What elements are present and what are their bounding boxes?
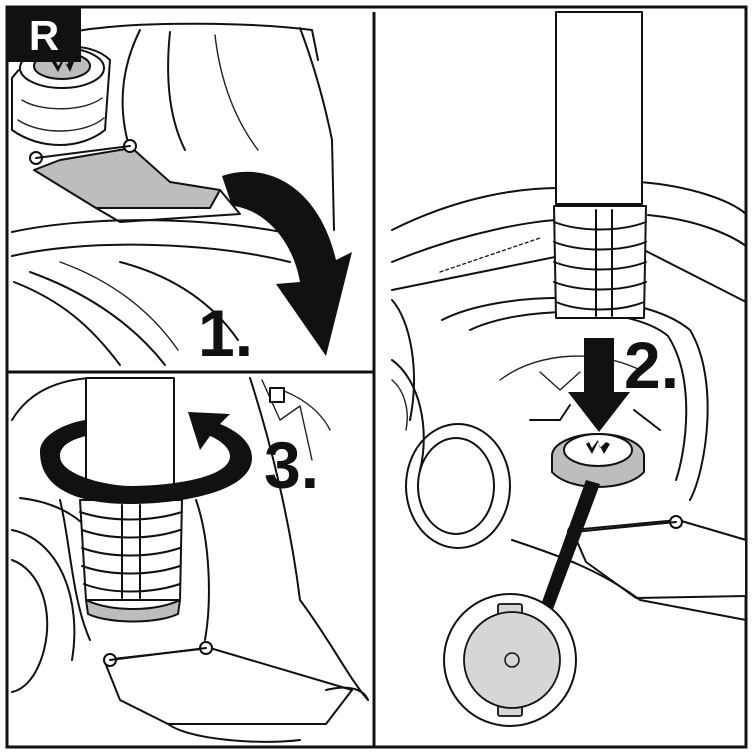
corrugation [79, 504, 183, 599]
panel-step-3: 3. [11, 377, 369, 743]
step-1-label: 1. [198, 296, 253, 370]
badge-label: R [29, 12, 59, 59]
zoom-callout-icon [534, 480, 600, 628]
panel-step-1: 1. [11, 22, 352, 370]
outer-frame [5, 5, 748, 749]
step-3-label: 3. [264, 428, 319, 502]
curved-arrow-icon [222, 171, 352, 356]
corrugation-2 [553, 209, 647, 317]
step-2-label: 2. [624, 328, 679, 402]
down-arrow-icon [568, 338, 630, 432]
filter-detail-callout [443, 593, 577, 727]
rotate-arrow-icon [40, 412, 252, 504]
panel-step-2: 2. [391, 11, 747, 727]
section-badge: R [7, 7, 81, 62]
